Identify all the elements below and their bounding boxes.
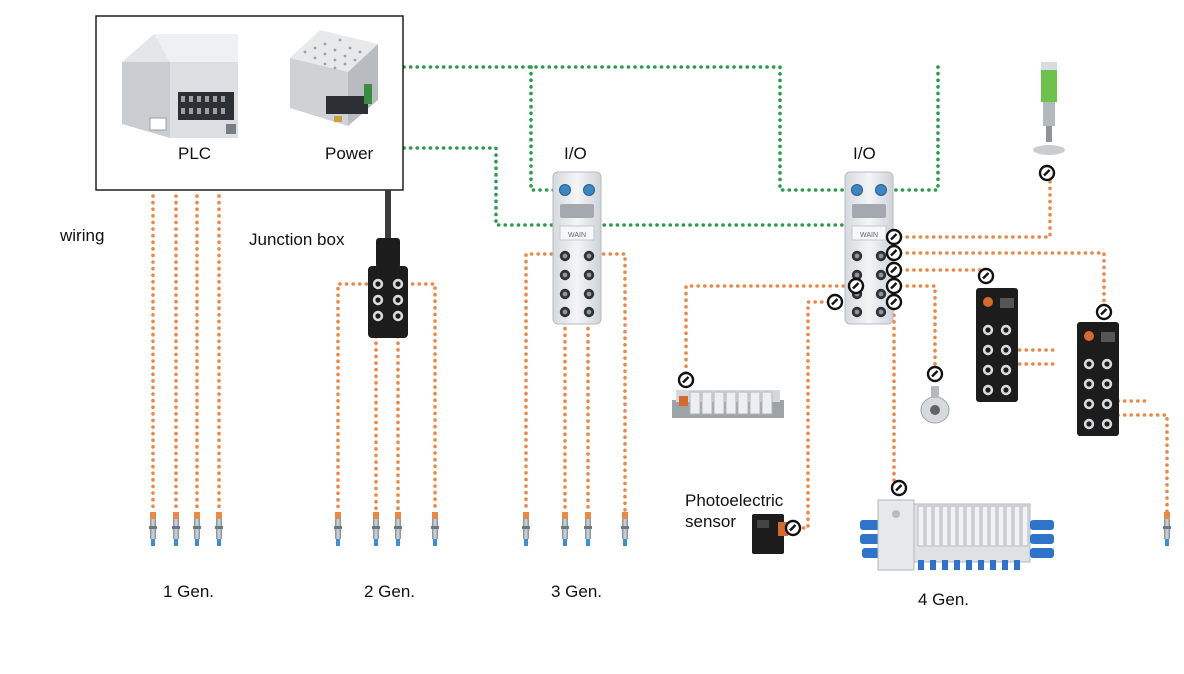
- wiring-label: wiring: [60, 226, 105, 245]
- io-module-1: WAIN: [552, 171, 602, 325]
- gen-2-label: 2 Gen.: [364, 582, 416, 601]
- power-label: Power: [325, 144, 374, 163]
- io-label-2: I/O: [853, 144, 876, 163]
- rotary-encoder: [920, 386, 950, 424]
- sensor-icon: [584, 512, 592, 546]
- photoelectric-sensor-device: [752, 514, 788, 554]
- svg-text:WAIN: WAIN: [860, 232, 878, 239]
- sensor-icon: [193, 512, 201, 546]
- plc-unit: [122, 34, 238, 138]
- gen-3-label: 3 Gen.: [551, 582, 603, 601]
- gen-1-label: 1 Gen.: [163, 582, 215, 601]
- io-label-1: I/O: [564, 144, 587, 163]
- sensor-icon: [431, 512, 439, 546]
- sensor-icon: [215, 512, 223, 546]
- plc-label: PLC: [178, 144, 212, 163]
- fieldbus-wiring: [402, 65, 940, 227]
- sensor-icon: [561, 512, 569, 546]
- power-supply-unit: [290, 30, 378, 126]
- valve-manifold: [860, 499, 1054, 571]
- signal-tower-light: [1033, 62, 1065, 155]
- sensor-icon: [149, 512, 157, 546]
- sensor-icon: [172, 512, 180, 546]
- sensor-icon: [372, 512, 380, 546]
- sensor-icon: [1163, 512, 1171, 546]
- gen-4-label: 4 Gen.: [918, 590, 970, 609]
- svg-text:WAIN: WAIN: [568, 232, 586, 239]
- sensor-icon: [394, 512, 402, 546]
- junction-box: [368, 190, 408, 338]
- sensor-icon: [621, 512, 629, 546]
- sensor-icon: [522, 512, 530, 546]
- photoelectric-sensor-label: Photoelectric sensor: [685, 491, 784, 531]
- junction-box-label: Junction box: [249, 230, 345, 249]
- small-valve-bank: [672, 390, 784, 418]
- controller-cabinet: [95, 15, 404, 191]
- distribution-module-1: [976, 288, 1018, 402]
- distribution-module-2: [1077, 322, 1119, 436]
- io-module-2: WAIN: [844, 171, 894, 325]
- sensor-icon: [334, 512, 342, 546]
